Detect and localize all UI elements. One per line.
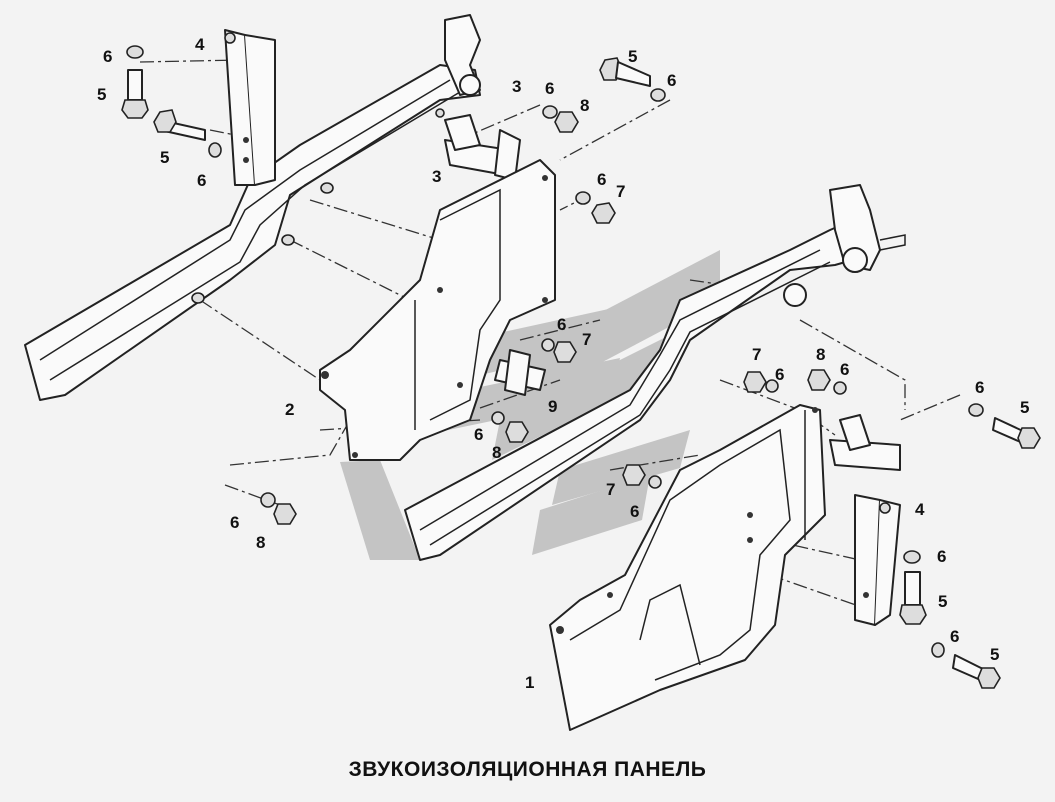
label-7: 7 — [582, 330, 591, 349]
label-7: 7 — [616, 182, 625, 201]
label-8: 8 — [492, 443, 501, 462]
bracket-3-right — [829, 414, 901, 471]
label-2: 2 — [285, 400, 294, 419]
part-labels: 1 2 3 3 4 4 5 5 5 5 5 5 6 6 6 6 6 6 6 6 … — [97, 35, 1029, 692]
label-6: 6 — [630, 502, 639, 521]
label-6: 6 — [840, 360, 849, 379]
bracket-4-top — [224, 29, 276, 186]
bracket-3 — [444, 114, 521, 181]
label-6: 6 — [474, 425, 483, 444]
label-4: 4 — [915, 500, 925, 519]
label-5: 5 — [990, 645, 999, 664]
label-6: 6 — [103, 47, 112, 66]
panel-2 — [319, 159, 556, 461]
label-6: 6 — [545, 79, 554, 98]
label-8: 8 — [816, 345, 825, 364]
label-5: 5 — [160, 148, 169, 167]
right-frame-rail — [404, 184, 906, 561]
label-5: 5 — [938, 592, 947, 611]
label-3: 3 — [512, 77, 521, 96]
label-7: 7 — [606, 480, 615, 499]
label-6: 6 — [975, 378, 984, 397]
label-6: 6 — [597, 170, 606, 189]
label-9: 9 — [548, 397, 557, 416]
label-6: 6 — [937, 547, 946, 566]
panel-1 — [549, 404, 826, 731]
label-6: 6 — [950, 627, 959, 646]
label-6: 6 — [775, 365, 784, 384]
label-5: 5 — [97, 85, 106, 104]
label-4: 4 — [195, 35, 205, 54]
fasteners — [121, 45, 1041, 689]
label-3: 3 — [432, 167, 441, 186]
label-6: 6 — [197, 171, 206, 190]
label-5: 5 — [1020, 398, 1029, 417]
label-8: 8 — [580, 96, 589, 115]
clip-9 — [494, 349, 546, 396]
bracket-4-bottom — [854, 494, 901, 626]
label-8: 8 — [256, 533, 265, 552]
label-1: 1 — [525, 673, 534, 692]
label-5: 5 — [628, 47, 637, 66]
label-6: 6 — [230, 513, 239, 532]
label-6: 6 — [557, 315, 566, 334]
diagram-caption: ЗВУКОИЗОЛЯЦИОННАЯ ПАНЕЛЬ — [348, 758, 707, 781]
label-7: 7 — [752, 345, 761, 364]
left-frame-rail — [24, 14, 481, 401]
label-6: 6 — [667, 71, 676, 90]
